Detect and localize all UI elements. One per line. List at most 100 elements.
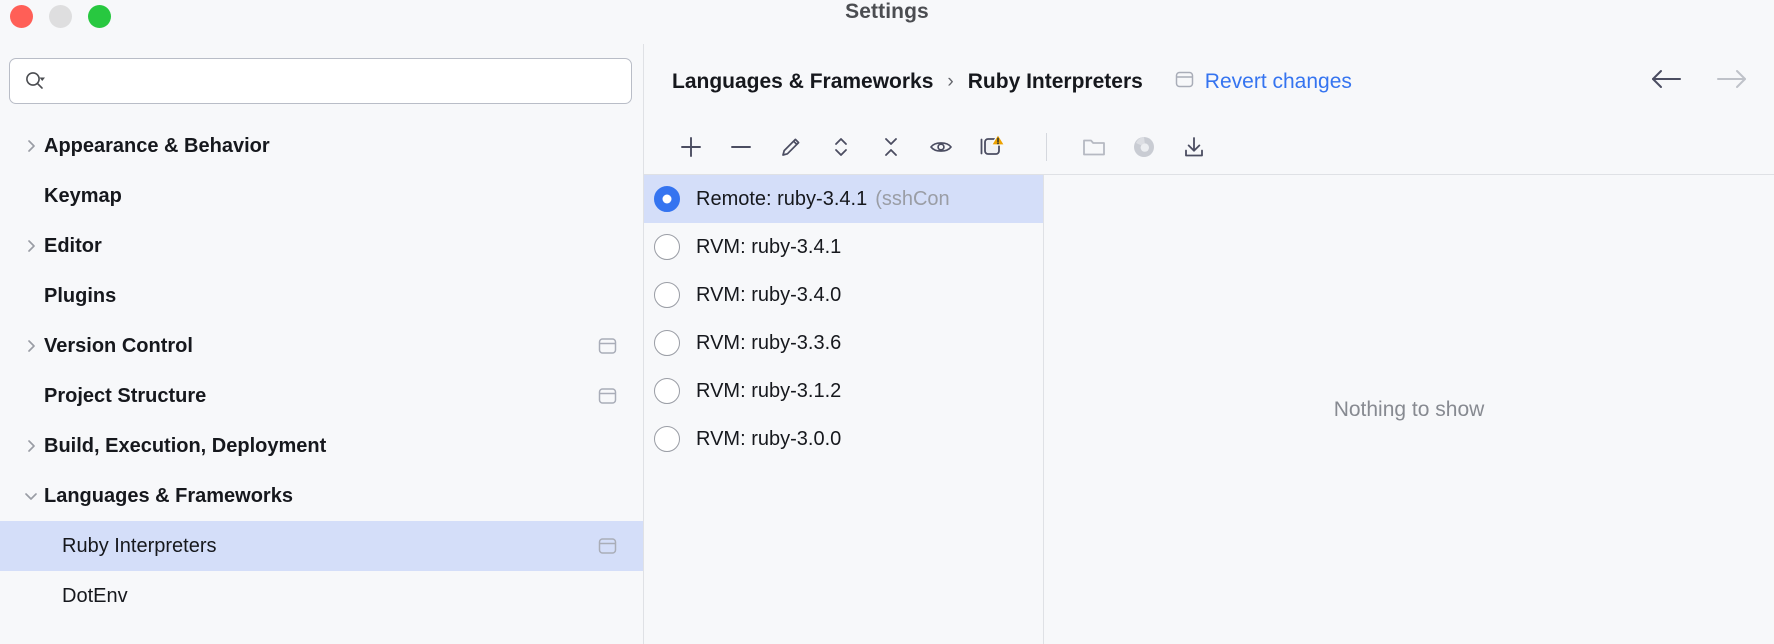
close-window-button[interactable] xyxy=(10,5,33,28)
title-bar: Settings xyxy=(0,0,1774,44)
interpreter-name: RVM: ruby-3.4.1 xyxy=(696,235,842,258)
interpreter-name: RVM: ruby-3.0.0 xyxy=(696,427,842,450)
revert-changes-control[interactable]: Revert changes xyxy=(1175,70,1352,94)
interpreter-name: Remote: ruby-3.4.1 xyxy=(696,187,868,210)
edit-interpreter-button[interactable] xyxy=(766,125,816,169)
settings-sidebar: Appearance & Behavior Keymap Editor Plug… xyxy=(0,44,644,644)
chevron-right-icon[interactable] xyxy=(18,239,44,253)
sidebar-item-plugins[interactable]: Plugins xyxy=(0,271,643,321)
breadcrumb-item-parent[interactable]: Languages & Frameworks xyxy=(672,69,934,93)
breadcrumb-separator: › xyxy=(947,70,954,92)
radio-button[interactable] xyxy=(654,378,680,404)
radio-button[interactable] xyxy=(654,426,680,452)
sidebar-item-label: Keymap xyxy=(44,184,122,207)
toolbar-primary-group xyxy=(666,125,1016,169)
interpreter-split: Remote: ruby-3.4.1 (sshCon RVM: ruby-3.4… xyxy=(644,174,1774,644)
sidebar-item-label: Appearance & Behavior xyxy=(44,134,270,157)
pencil-icon xyxy=(782,138,800,156)
eye-icon xyxy=(930,142,952,152)
radio-button[interactable] xyxy=(654,186,680,212)
list-item[interactable]: RVM: ruby-3.0.0 xyxy=(644,415,1043,463)
search-area xyxy=(0,44,643,104)
minus-icon xyxy=(731,146,751,148)
gem-manager-button[interactable] xyxy=(1119,125,1169,169)
sidebar-item-label: Project Structure xyxy=(44,384,207,407)
sidebar-item-ruby-interpreters[interactable]: Ruby Interpreters xyxy=(0,521,643,571)
search-icon xyxy=(24,70,46,92)
project-scope-icon xyxy=(1175,71,1194,93)
interpreter-name: RVM: ruby-3.3.6 xyxy=(696,331,842,354)
arrow-left-icon[interactable] xyxy=(1650,67,1684,96)
folder-icon xyxy=(1083,139,1105,156)
list-item[interactable]: Remote: ruby-3.4.1 (sshCon xyxy=(644,175,1043,223)
empty-state-text: Nothing to show xyxy=(1333,397,1485,421)
sidebar-item-version-control[interactable]: Version Control xyxy=(0,321,643,371)
chevron-right-icon[interactable] xyxy=(18,439,44,453)
interpreter-list[interactable]: Remote: ruby-3.4.1 (sshCon RVM: ruby-3.4… xyxy=(644,175,1044,644)
list-item[interactable]: RVM: ruby-3.1.2 xyxy=(644,367,1043,415)
sidebar-item-keymap[interactable]: Keymap xyxy=(0,171,643,221)
sidebar-item-label: Editor xyxy=(44,234,102,257)
chevron-right-icon[interactable] xyxy=(18,139,44,153)
gem-icon xyxy=(1134,137,1154,157)
interpreter-detail: (sshCon xyxy=(875,187,950,210)
open-folder-button[interactable] xyxy=(1069,125,1119,169)
search-box[interactable] xyxy=(9,58,632,104)
sidebar-item-label: Version Control xyxy=(44,334,193,357)
expand-all-button[interactable] xyxy=(816,125,866,169)
settings-tree: Appearance & Behavior Keymap Editor Plug… xyxy=(0,121,643,621)
plus-icon xyxy=(681,137,701,157)
radio-button[interactable] xyxy=(654,330,680,356)
download-icon xyxy=(1185,137,1203,157)
window-body: Appearance & Behavior Keymap Editor Plug… xyxy=(0,44,1774,644)
radio-button[interactable] xyxy=(654,282,680,308)
remove-interpreter-button[interactable] xyxy=(716,125,766,169)
maximize-window-button[interactable] xyxy=(88,5,111,28)
project-scope-icon xyxy=(598,538,617,555)
chevron-down-icon[interactable] xyxy=(18,489,44,503)
window-controls xyxy=(10,5,111,28)
minimize-window-button[interactable] xyxy=(49,5,72,28)
sidebar-item-dotenv[interactable]: DotEnv xyxy=(0,571,643,621)
navigation-arrows xyxy=(1650,67,1748,96)
chevron-right-icon[interactable] xyxy=(18,339,44,353)
collapse-all-button[interactable] xyxy=(866,125,916,169)
settings-content: Languages & Frameworks › Ruby Interprete… xyxy=(644,44,1774,644)
interpreter-name: RVM: ruby-3.1.2 xyxy=(696,379,842,402)
sidebar-item-editor[interactable]: Editor xyxy=(0,221,643,271)
add-interpreter-button[interactable] xyxy=(666,125,716,169)
project-scope-icon xyxy=(598,388,617,405)
sidebar-item-label: Ruby Interpreters xyxy=(62,534,217,557)
interpreter-detail-pane: Nothing to show xyxy=(1044,175,1774,644)
sidebar-item-label: Build, Execution, Deployment xyxy=(44,434,327,457)
interpreter-name: RVM: ruby-3.4.0 xyxy=(696,283,842,306)
sidebar-item-label: Plugins xyxy=(44,284,117,307)
collapse-icon xyxy=(885,138,897,156)
sidebar-item-appearance-behavior[interactable]: Appearance & Behavior xyxy=(0,121,643,171)
sidebar-item-project-structure[interactable]: Project Structure xyxy=(0,371,643,421)
window-title: Settings xyxy=(845,0,929,23)
list-item[interactable]: RVM: ruby-3.4.0 xyxy=(644,271,1043,319)
search-input[interactable] xyxy=(56,70,617,92)
copy-warning-icon xyxy=(980,133,1006,155)
list-item[interactable]: RVM: ruby-3.4.1 xyxy=(644,223,1043,271)
ruby-interpreters-panel: Remote: ruby-3.4.1 (sshCon RVM: ruby-3.4… xyxy=(644,119,1774,644)
sidebar-item-label: DotEnv xyxy=(62,584,128,607)
project-scope-icon xyxy=(598,338,617,355)
sidebar-item-build-execution-deployment[interactable]: Build, Execution, Deployment xyxy=(0,421,643,471)
show-hidden-button[interactable] xyxy=(916,125,966,169)
sidebar-item-label: Languages & Frameworks xyxy=(44,484,293,507)
breadcrumb: Languages & Frameworks › Ruby Interprete… xyxy=(644,44,1774,119)
radio-button[interactable] xyxy=(654,234,680,260)
sidebar-item-languages-frameworks[interactable]: Languages & Frameworks xyxy=(0,471,643,521)
expand-icon xyxy=(835,138,847,156)
copy-interpreter-button[interactable] xyxy=(966,125,1016,169)
toolbar-separator xyxy=(1046,133,1047,161)
breadcrumb-item-current: Ruby Interpreters xyxy=(967,69,1143,93)
arrow-right-icon[interactable] xyxy=(1714,67,1748,96)
list-item[interactable]: RVM: ruby-3.3.6 xyxy=(644,319,1043,367)
revert-changes-link[interactable]: Revert changes xyxy=(1204,69,1352,93)
toolbar-secondary-group xyxy=(1069,125,1219,169)
download-button[interactable] xyxy=(1169,125,1219,169)
